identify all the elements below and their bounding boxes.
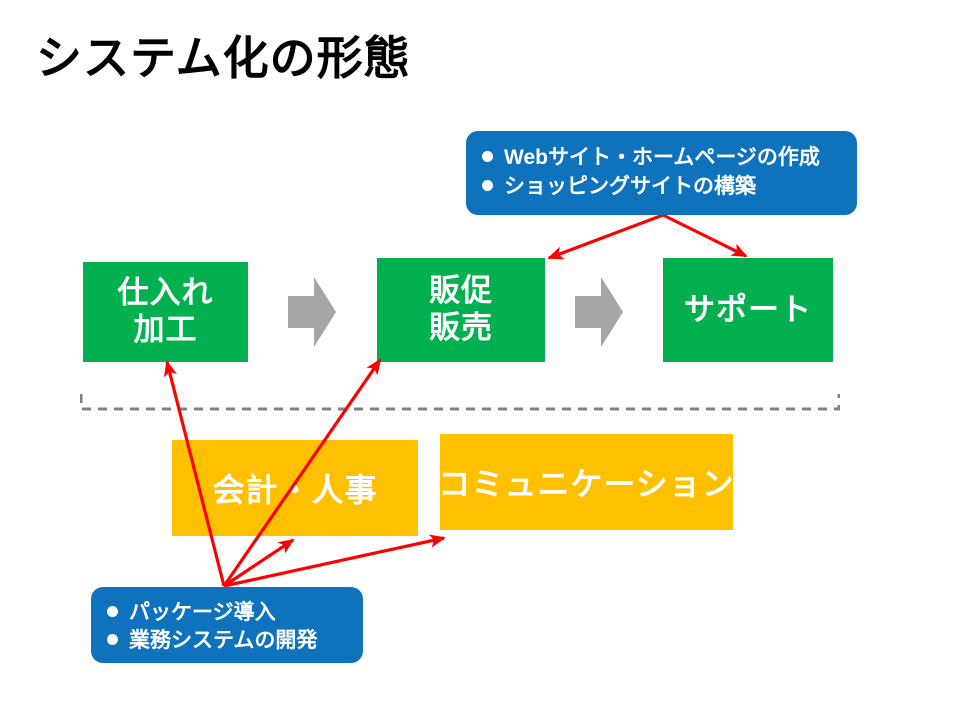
callout-item-label: ショッピングサイトの構築 (504, 175, 756, 198)
callout-system-development[interactable]: パッケージ導入 業務システムの開発 (91, 587, 363, 663)
callout-list-item: パッケージ導入 (107, 599, 345, 627)
support-box-label: 会計・人事 (212, 472, 378, 508)
callout-list-item: ショッピングサイトの構築 (482, 172, 839, 201)
chevron-right-icon (575, 277, 623, 347)
callout-item-label: Webサイト・ホームページの作成 (504, 146, 820, 169)
bullet-icon (107, 606, 118, 617)
process-box-sales[interactable]: 販促 販売 (377, 258, 545, 362)
support-box-communication[interactable]: コミュニケーション (438, 434, 735, 530)
process-box-line: 仕入れ (117, 275, 214, 311)
connector-top-to-support (662, 213, 748, 258)
callout-list: パッケージ導入 業務システムの開発 (107, 599, 345, 655)
connector-bottom-to-accounting (223, 538, 295, 588)
page-title: システム化の形態 (36, 32, 411, 84)
dashed-bracket-icon (80, 394, 840, 411)
process-box-procurement[interactable]: 仕入れ 加工 (83, 262, 248, 362)
support-box-accounting-hr[interactable]: 会計・人事 (172, 440, 418, 536)
callout-item-label: パッケージ導入 (129, 601, 276, 624)
connector-bottom-to-communication (223, 534, 446, 588)
connector-top-to-sales (547, 213, 664, 260)
process-box-line: 販売 (429, 310, 493, 345)
support-box-label: コミュニケーション (438, 466, 735, 502)
callout-list: Webサイト・ホームページの作成 ショッピングサイトの構築 (482, 143, 839, 201)
process-box-line: 加工 (133, 312, 198, 347)
callout-item-label: 業務システムの開発 (129, 629, 318, 652)
bullet-icon (482, 151, 493, 162)
bullet-icon (107, 634, 118, 645)
process-box-line: 販促 (429, 273, 493, 309)
process-box-line: サポート (684, 291, 812, 327)
callout-list-item: Webサイト・ホームページの作成 (482, 143, 839, 172)
callout-web-services[interactable]: Webサイト・ホームページの作成 ショッピングサイトの構築 (466, 131, 857, 215)
chevron-right-icon (288, 277, 336, 347)
callout-list-item: 業務システムの開発 (107, 627, 345, 655)
bullet-icon (482, 180, 493, 191)
process-box-support[interactable]: サポート (663, 258, 833, 362)
